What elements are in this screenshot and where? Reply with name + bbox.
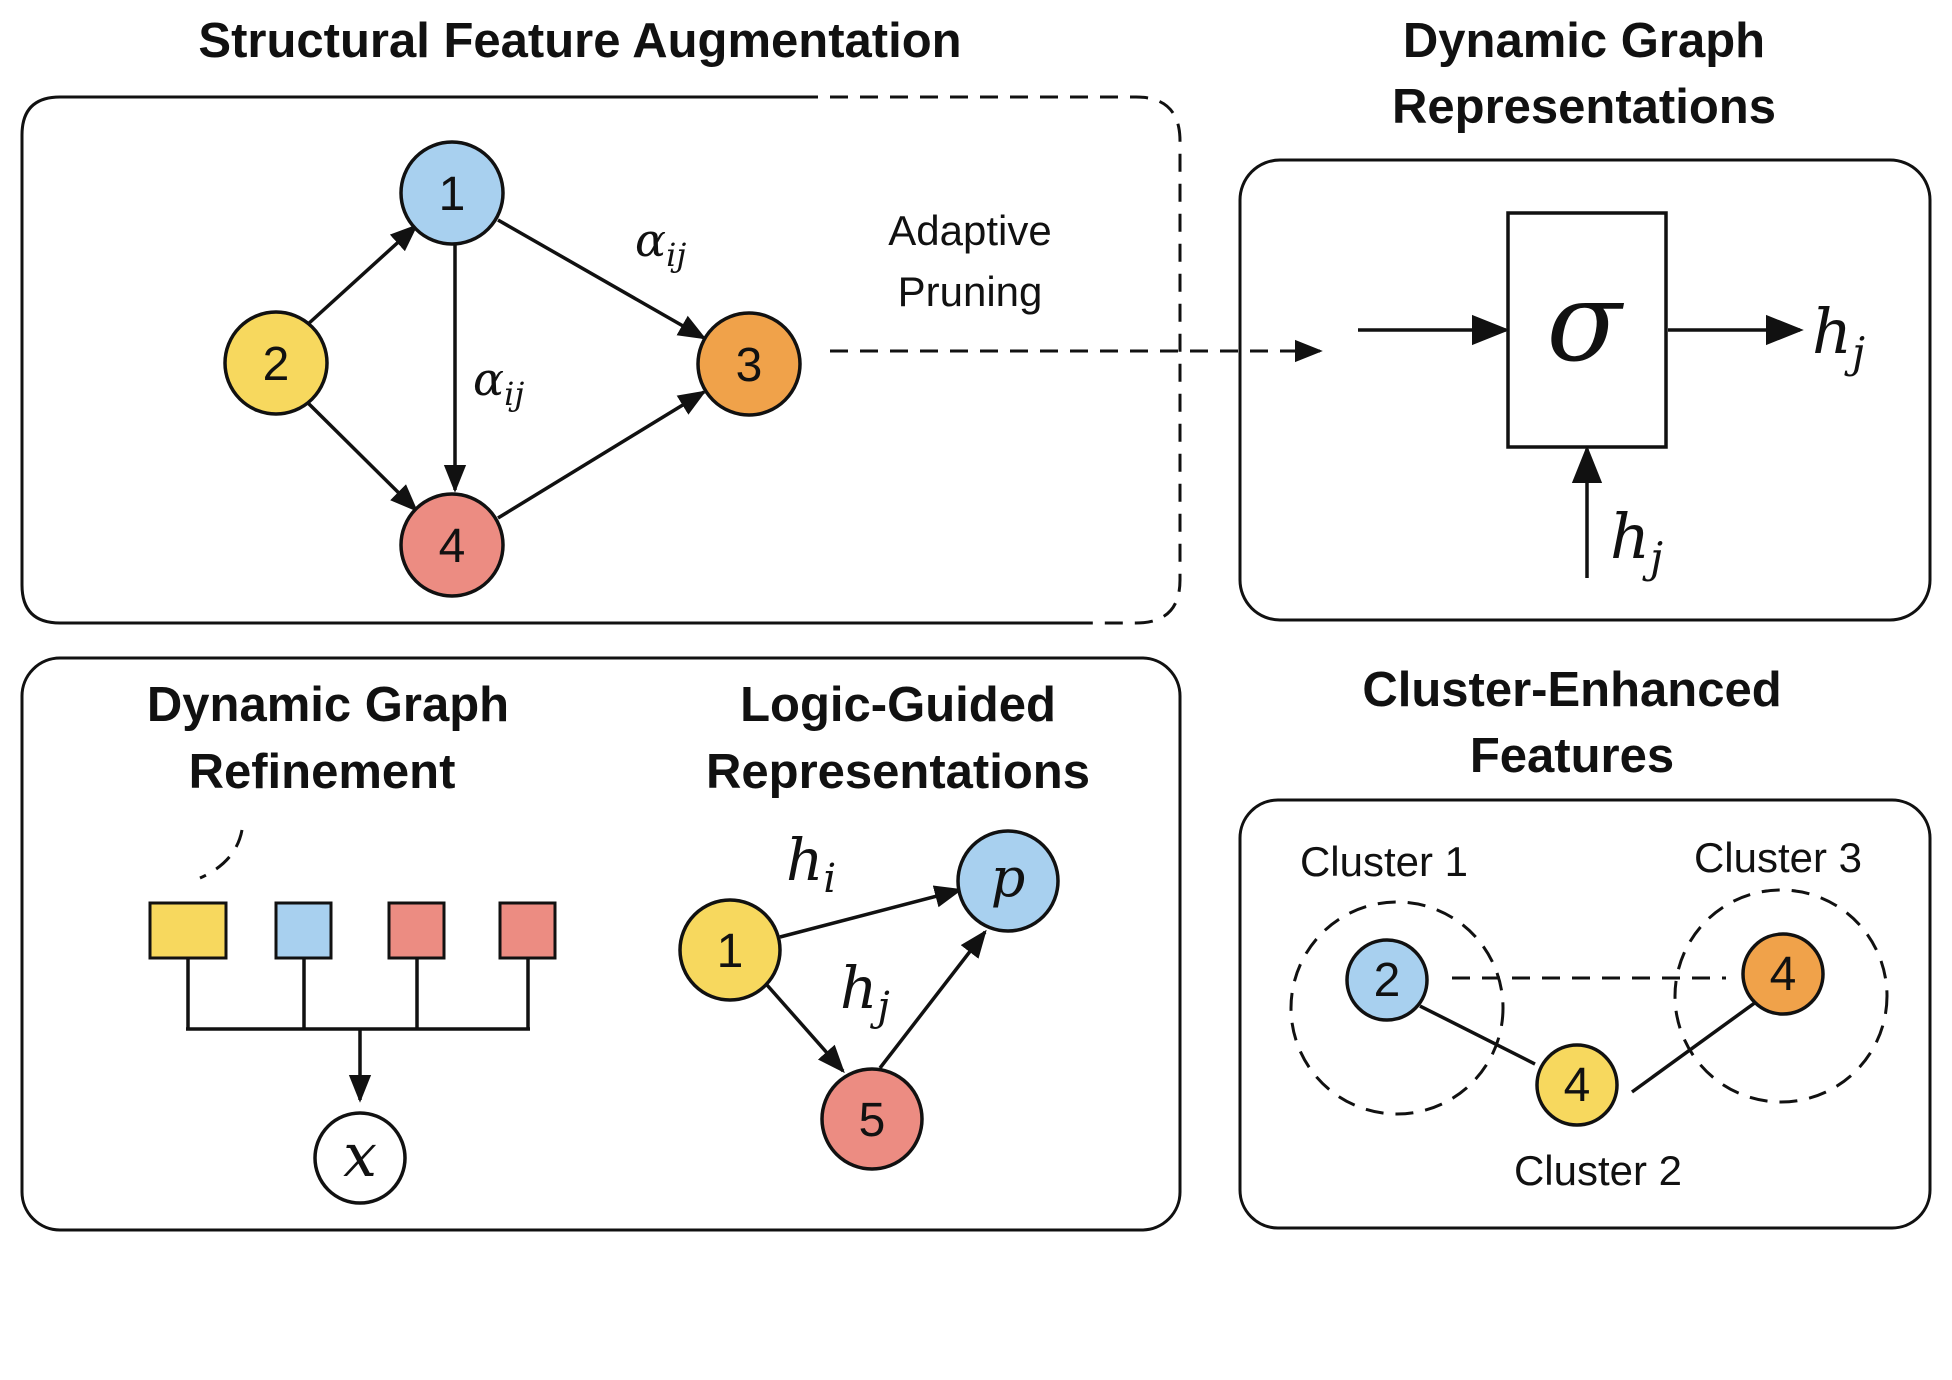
edge-2-to-1 — [305, 224, 419, 327]
node-4-circle — [399, 492, 505, 598]
logic-node-1-circle — [678, 898, 782, 1002]
logic-node-p-circle — [956, 829, 1060, 933]
graph-node: p — [956, 829, 1060, 933]
edge-4-to-3 — [497, 390, 707, 520]
refinement-logic-panel-border — [20, 656, 1182, 1232]
graph-node: 4 — [1741, 932, 1825, 1016]
cluster-node-2-circle — [1345, 938, 1429, 1022]
node-2-label: 2 — [263, 338, 290, 391]
structural-title: Structural Feature Augmentation — [198, 14, 961, 68]
node-1-circle — [399, 140, 505, 246]
edge-5-to-p — [878, 929, 987, 1070]
cluster-node-4-orange-label: 4 — [1770, 948, 1797, 1001]
edge-weight-label: αij — [635, 213, 686, 274]
graph-node: 1 — [399, 140, 505, 246]
logic-node-5-label: 5 — [859, 1094, 886, 1147]
dynamic-rep-title-line2: Representations — [1392, 80, 1776, 134]
structural-panel-border — [20, 95, 1080, 625]
output-variable-circle — [313, 1111, 407, 1205]
cluster-node-4-yellow-label: 4 — [1564, 1059, 1591, 1112]
sigma-symbol: σ — [1546, 258, 1624, 386]
refinement-title-line1: Dynamic Graph — [147, 678, 509, 732]
edge-2-to-4 — [305, 400, 418, 512]
graph-node: 1 — [678, 898, 782, 1002]
activation-box — [1506, 211, 1668, 449]
h-subscript: i — [823, 856, 836, 902]
dynamic-graph-representations-panel: Dynamic Graph Representations σ hj hj — [1238, 14, 1932, 622]
cluster-panel-border — [1238, 798, 1932, 1230]
cluster-1-boundary — [1289, 900, 1505, 1116]
node-1-label: 1 — [439, 168, 466, 221]
cluster-title-line1: Cluster-Enhanced — [1362, 663, 1781, 717]
dynamic-rep-panel-border — [1238, 158, 1932, 622]
edge-1-to-p — [779, 885, 963, 939]
output-variable-label: x — [343, 1121, 377, 1191]
cluster-enhanced-features-panel: Cluster-Enhanced Features Cluster 1 Clus… — [1238, 663, 1932, 1230]
graph-node: 5 — [820, 1067, 924, 1171]
alpha-symbol: α — [635, 213, 666, 267]
graph-node: 2 — [1345, 938, 1429, 1022]
cluster-node-4-orange-circle — [1741, 932, 1825, 1016]
graph-node: 4 — [1535, 1043, 1619, 1127]
refinement-title-line2: Refinement — [189, 745, 456, 799]
edge-1-to-3 — [497, 218, 707, 340]
structural-panel-dashed-border — [800, 95, 1182, 625]
cluster-3-label: Cluster 3 — [1694, 834, 1862, 881]
logic-node-1-label: 1 — [717, 925, 744, 978]
dynamic-rep-title-line1: Dynamic Graph — [1403, 14, 1765, 68]
alpha-symbol: α — [473, 352, 504, 406]
edge-weight-label-vertical: αij — [473, 352, 524, 413]
node-4-label: 4 — [439, 520, 466, 573]
edge-label-hi: hi — [786, 826, 836, 902]
refinement-block-3 — [387, 901, 446, 960]
pruning-label-line2: Pruning — [898, 268, 1043, 315]
cluster-3-boundary — [1673, 888, 1889, 1104]
node-3-label: 3 — [736, 339, 763, 392]
cluster-1-label: Cluster 1 — [1300, 838, 1468, 885]
input-h-label: hj — [1610, 500, 1663, 582]
logic-title-line2: Representations — [706, 745, 1090, 799]
cluster-2-label: Cluster 2 — [1514, 1147, 1682, 1194]
node-2-circle — [223, 310, 329, 416]
graph-node: 2 — [223, 310, 329, 416]
h-symbol: h — [786, 826, 823, 894]
alpha-subscript: ij — [504, 375, 524, 413]
refinement-dashed-pointer — [199, 829, 244, 880]
logic-title-line1: Logic-Guided — [740, 678, 1056, 732]
cluster-node-2-label: 2 — [1374, 954, 1401, 1007]
refinement-block-4 — [498, 901, 557, 960]
output-h-label: hj — [1812, 295, 1865, 377]
edge-label-hj: hj — [840, 954, 890, 1030]
cluster-title-line2: Features — [1470, 729, 1674, 783]
refinement-aggregation-lines — [186, 958, 530, 1031]
logic-node-p-label: p — [991, 846, 1026, 909]
graph-node: 3 — [696, 311, 802, 417]
cluster-edge-4-to-4 — [1630, 1000, 1758, 1094]
alpha-subscript: ij — [666, 236, 686, 274]
edge-1-to-5 — [765, 983, 845, 1074]
cluster-edge-2-to-4 — [1419, 1004, 1536, 1066]
logic-node-5-circle — [820, 1067, 924, 1171]
pruning-label-line1: Adaptive — [888, 207, 1051, 254]
refinement-block-2 — [274, 901, 333, 960]
h-symbol: h — [1610, 500, 1650, 573]
refinement-block-1 — [148, 901, 228, 960]
h-symbol: h — [1812, 295, 1852, 368]
refinement-logic-panel: Dynamic Graph Refinement x Logic-Guided … — [20, 656, 1182, 1232]
h-symbol: h — [840, 954, 877, 1022]
graph-node: 4 — [399, 492, 505, 598]
cluster-node-4-yellow-circle — [1535, 1043, 1619, 1127]
structural-feature-augmentation-panel: Structural Feature Augmentation αij αij … — [20, 14, 1323, 625]
node-3-circle — [696, 311, 802, 417]
